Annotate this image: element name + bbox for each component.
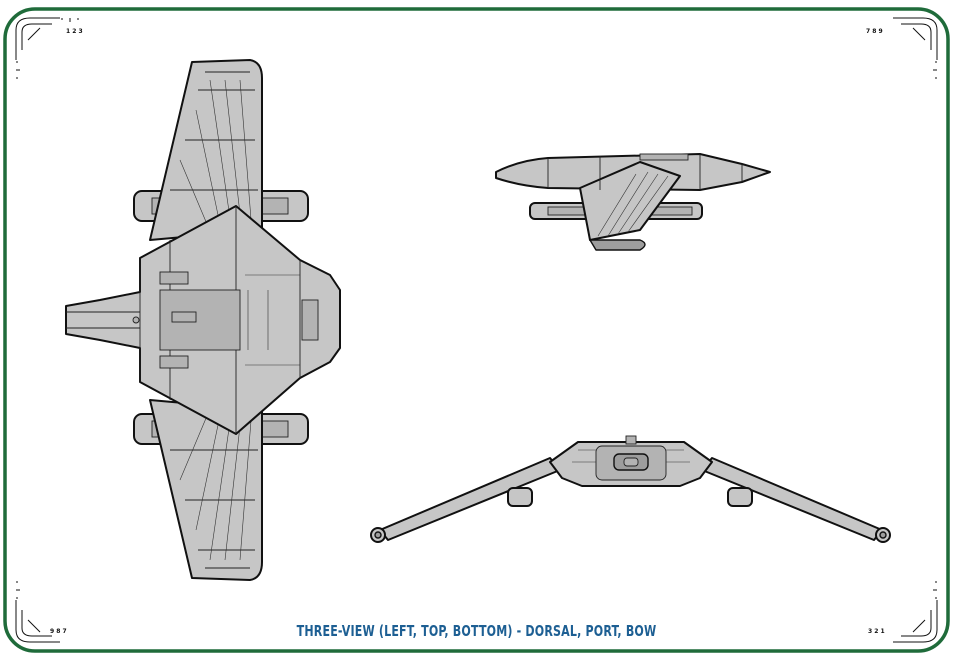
dorsal-hatch xyxy=(171,311,197,323)
bow-nacelle-port xyxy=(507,487,533,507)
dorsal-wing-lower xyxy=(149,399,263,581)
dorsal-sensor xyxy=(132,316,140,324)
corner-label-tl-h: 1 2 3 xyxy=(66,28,83,35)
dorsal-vent-lower xyxy=(159,355,189,369)
dorsal-view xyxy=(65,59,341,581)
port-view xyxy=(495,153,771,251)
dorsal-bow-panel xyxy=(301,299,319,341)
bow-wingtip-port-core xyxy=(374,531,382,539)
corner-label-tr-h: 7 8 9 xyxy=(866,28,883,35)
sheet-border xyxy=(3,7,950,653)
bow-view xyxy=(370,435,891,543)
bow-deflector-core xyxy=(623,457,639,467)
corner-label-br-h: 3 2 1 xyxy=(868,628,885,635)
bow-nacelle-starboard xyxy=(727,487,753,507)
dorsal-vent-upper xyxy=(159,271,189,285)
corner-label-bl-h: 9 8 7 xyxy=(50,628,67,635)
dorsal-wing-upper xyxy=(149,59,263,241)
port-wing-tip xyxy=(589,239,646,251)
bow-wingtip-starboard-core xyxy=(879,531,887,539)
view-caption: THREE-VIEW (LEFT, TOP, BOTTOM) - DORSAL,… xyxy=(296,622,657,640)
port-top-panel xyxy=(639,153,689,161)
corner-ornament-bottom-left xyxy=(15,581,60,643)
corner-ornament-bottom-right xyxy=(893,581,938,643)
corner-ornament-top-left xyxy=(15,17,79,79)
corner-ornament-top-right xyxy=(893,17,938,79)
bow-top-fin xyxy=(625,435,637,445)
